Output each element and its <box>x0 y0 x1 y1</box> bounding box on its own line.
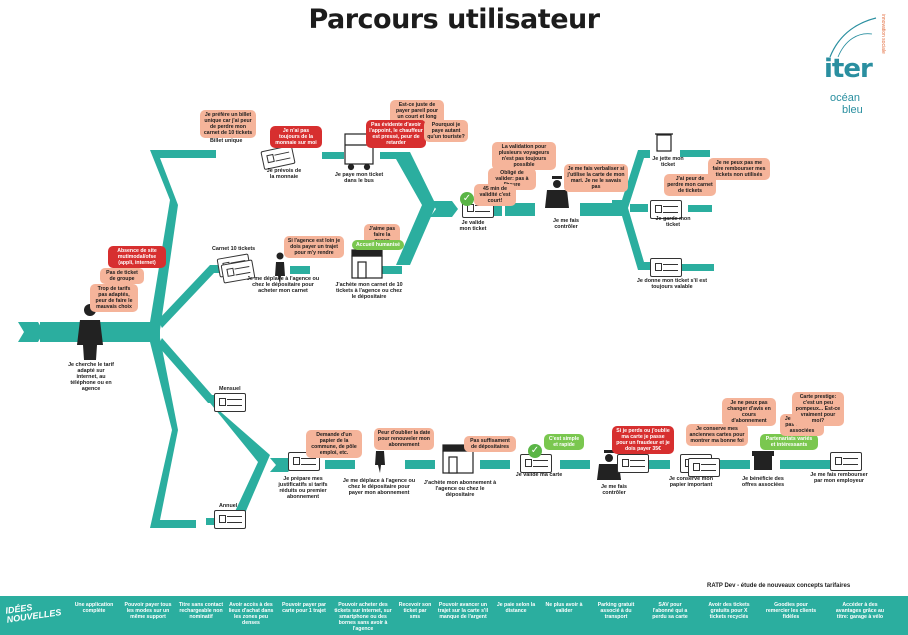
step-buy-carnet: J'achète mon carnet de 10 tickets à l'ag… <box>335 282 403 300</box>
footer-item-11: Parking gratuit associé à du transport <box>597 602 635 620</box>
footer-item-13: Avoir des tickets gratuits pour X ticket… <box>708 602 750 620</box>
shop-icon-2 <box>442 444 474 474</box>
footer-item-1: Une application complète <box>74 602 114 614</box>
start-arrow <box>18 322 44 342</box>
branch-carnet: Carnet 10 tickets <box>212 246 256 252</box>
footer-item-8: Pouvoir avancer un trajet sur la carte s… <box>437 602 489 620</box>
bubble-depositaires: Pas suffisament de dépositaires <box>464 436 516 452</box>
bubble-refund: Je ne peux pas me faire rembourser mes t… <box>708 158 770 180</box>
branch-annuel: Annuel <box>219 503 238 509</box>
check-icon: ✓ <box>460 192 474 206</box>
bubble-change-mind: Je ne peux pas changer d'avis en cours d… <box>722 398 776 426</box>
ticket-keep-icon <box>650 200 682 219</box>
footer-item-3: Titre sans contact rechargeable non nomi… <box>178 602 224 620</box>
ticket-give-icon <box>650 258 682 277</box>
bubble-validation-group: La validation pour plusieurs voyageurs n… <box>492 142 556 170</box>
control-card-icon <box>617 454 649 473</box>
bubble-validity: 45 min de validité c'est court! <box>474 184 516 206</box>
step-refund-employer: Je me fais rembourser par mon employeur <box>810 472 868 484</box>
bus-icon <box>344 133 374 171</box>
step-validate-ticket: Je valide mon ticket <box>459 220 487 232</box>
logo-line1: océan <box>830 92 860 104</box>
bubble-top-5: Pourquoi je paye autant qu'un touriste? <box>424 120 468 142</box>
person-controller-icon <box>545 176 569 208</box>
bubble-old-cards: Je conserve mes anciennes cartes pour mo… <box>686 424 748 446</box>
footer-item-12: SAV pour l'abonné qui a perdu sa carte <box>652 602 688 620</box>
footer-brand: IDÉES NOUVELLES <box>4 602 62 625</box>
logo-vertical: innovation sociale <box>880 14 886 54</box>
branch-mensuel: Mensuel <box>219 386 241 392</box>
footer-item-5: Pouvoir payer par carte pour 1 trajet <box>281 602 327 614</box>
footer-item-10: Ne plus avoir à valider <box>545 602 583 614</box>
step-monnaie: Je prévois de la monnaie <box>266 168 302 180</box>
footer-item-6: Pouvoir acheter des tickets sur internet… <box>334 602 392 632</box>
bubble-start-2: Pas de ticket de groupe <box>100 268 144 284</box>
footer-item-15: Accéder à des avantages grâce au titre: … <box>835 602 885 620</box>
bubble-lost-card: Si je perds ou j'oublie ma carte je pass… <box>612 426 674 454</box>
step-keep-paper: Je conserve mon papier important <box>668 476 714 488</box>
footer-item-2: Pouvoir payer tous les modes sur un même… <box>124 602 172 620</box>
bubble-prestige: Carte prestige: c'est un peu pompeux... … <box>792 392 844 426</box>
bubble-simple: C'est simple et rapide <box>544 434 584 450</box>
logo-line2: bleu <box>842 104 863 116</box>
step-control: Je me fais contrôler <box>552 218 580 230</box>
bubble-top-4: Pas évidente d'avoir l'appoint, le chauf… <box>366 120 426 148</box>
step-buy-sub: J'achète mon abonnement à l'agence ou ch… <box>423 480 497 498</box>
footer-item-9: Je paie selon la distance <box>496 602 536 614</box>
bubble-partners: Partenariats variés et intéressants <box>760 434 818 450</box>
bubble-agency-far: Si l'agence est loin je dois payer un tr… <box>284 236 344 258</box>
mensuel-card-icon <box>214 393 246 412</box>
bubble-top-2: Je n'ai pas toujours de la monnaie sur m… <box>270 126 322 148</box>
logo-name: iter <box>824 54 873 84</box>
footer-item-7: Recevoir son ticket par sms <box>398 602 432 620</box>
refund-card-icon <box>830 452 862 471</box>
bubble-start-3: Trop de tarifs pas adaptés, peur de fair… <box>90 284 138 312</box>
carnet-branch <box>158 265 230 328</box>
step-go-agency: Je me déplace à l'agence ou chez le dépo… <box>246 276 320 294</box>
trash-icon <box>655 133 673 152</box>
bubble-accueil: Accueil humanisé <box>352 240 404 250</box>
start-label: Je cherche le tarif adapté sur internet,… <box>68 362 114 392</box>
end-give: Je donne mon ticket s'il est toujours va… <box>636 278 708 290</box>
shop-icon <box>351 249 383 279</box>
iter-logo: iter océan bleu innovation sociale <box>810 12 900 117</box>
bubble-papers: Demande d'un papier de la commune, de pô… <box>306 430 362 458</box>
annuel-card-icon <box>214 510 246 529</box>
person-agency-icon <box>275 252 285 284</box>
keep-card-icon-2 <box>688 458 720 477</box>
bubble-start-1: Absence de site mutimodal/ofse (appli, i… <box>108 246 166 268</box>
bubble-verbal: Je me fais verbaliser si j'utilise la ca… <box>564 164 628 192</box>
bubble-renew: Peur d'oublier la date pour renouveler m… <box>374 428 434 450</box>
ideas-footer: IDÉES NOUVELLES Une application complète… <box>0 596 908 635</box>
person-controller-2-icon <box>597 450 621 480</box>
bubble-lose-carnet: J'ai peur de perdre mon carnet de ticket… <box>664 174 716 196</box>
step-justif: Je prépare mes justificatifs si tarifs r… <box>278 476 328 500</box>
page-title: Parcours utilisateur <box>308 4 600 35</box>
step-offers: Je bénéficie des offres associées <box>741 476 785 488</box>
person-start-icon <box>77 304 103 360</box>
journey-flow <box>18 133 830 528</box>
bubble-top-1: Je préfère un billet unique car j'ai peu… <box>200 110 256 138</box>
end-keep: Je garde mon ticket <box>655 216 691 228</box>
branch-billet: Billet unique <box>210 138 243 144</box>
step-validate-card: Je valide ma carte <box>515 472 563 478</box>
step-pay-bus: Je paye mon ticket dans le bus <box>334 172 384 184</box>
step-go-agency-2: Je me déplace à l'agence ou chez le dépo… <box>342 478 416 496</box>
end-trash: Je jette mon ticket <box>652 156 684 168</box>
mensuel-branch <box>158 338 225 403</box>
footer-item-14: Goodies pour remercier les clients fidèl… <box>765 602 817 620</box>
gift-icon <box>752 451 774 470</box>
credit-line: RATP Dev - étude de nouveaux concepts ta… <box>707 583 851 589</box>
step-control-2: Je me fais contrôler <box>600 484 628 496</box>
trunk-band <box>40 150 196 528</box>
check-icon-2: ✓ <box>528 444 542 458</box>
footer-item-4: Avoir accès à des lieux d'achat dans les… <box>228 602 274 626</box>
logo-swirl-icon <box>829 17 877 58</box>
